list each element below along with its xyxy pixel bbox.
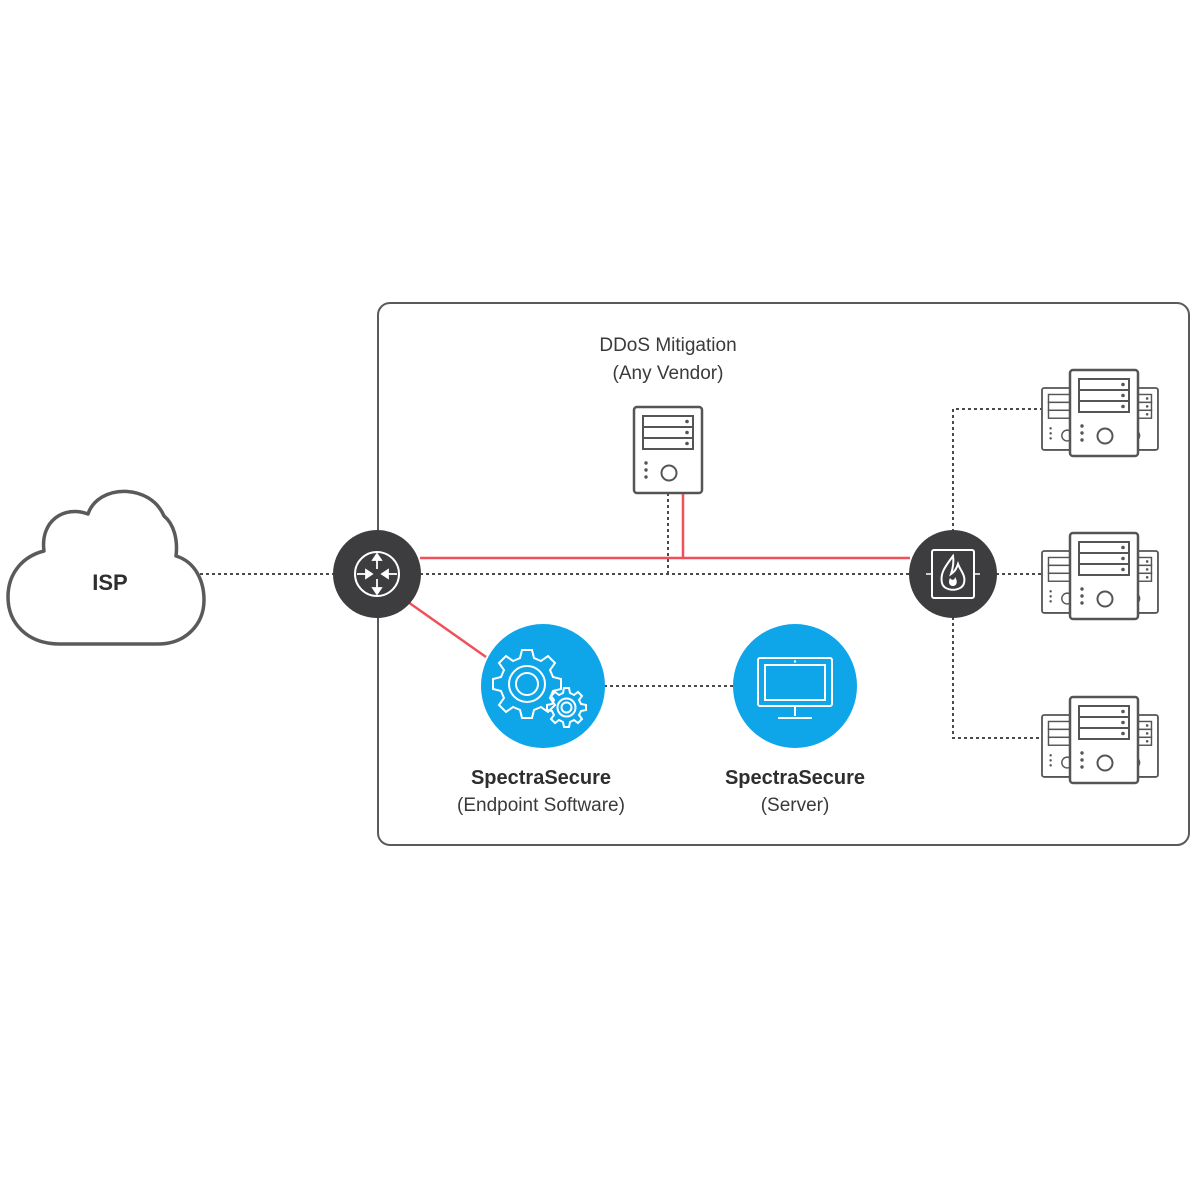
endpoint-label: SpectraSecure (Endpoint Software) (431, 764, 651, 820)
red-links (407, 493, 910, 659)
router-icon (333, 530, 421, 618)
server-cluster-top (1042, 370, 1158, 456)
cloud-icon (6, 489, 206, 646)
dotted-links (200, 408, 1045, 739)
gears-icon (481, 624, 605, 748)
ddos-title: DDoS Mitigation (599, 335, 737, 356)
endpoint-subtitle: (Endpoint Software) (457, 795, 625, 816)
server-subtitle: (Server) (760, 795, 830, 816)
server-cluster-bottom (1042, 697, 1158, 783)
endpoint-title: SpectraSecure (470, 767, 612, 789)
server-cluster-middle (1042, 533, 1158, 619)
server-title: SpectraSecure (724, 767, 866, 789)
firewall-icon (909, 530, 997, 618)
ddos-label: DDoS Mitigation (Any Vendor) (568, 332, 768, 388)
ddos-server-icon (632, 405, 704, 495)
monitor-icon (733, 624, 857, 748)
ddos-subtitle: (Any Vendor) (612, 363, 724, 384)
isp-label: ISP (92, 570, 128, 595)
server-label: SpectraSecure (Server) (695, 764, 895, 820)
